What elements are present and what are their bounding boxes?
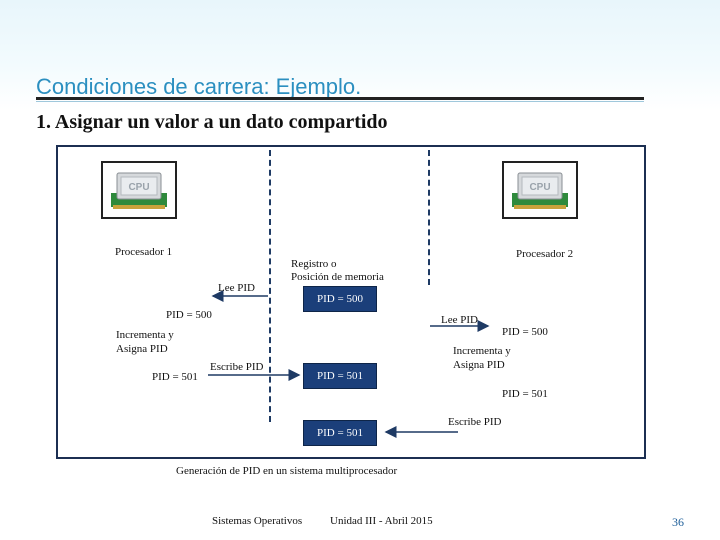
page-number: 36 [672, 515, 684, 529]
processor1-chip-frame: CPU [101, 161, 177, 219]
p2-pid-read: PID = 500 [502, 326, 548, 338]
cpu-chip-icon: CPU [512, 172, 568, 209]
p2-escribe-pid-label: Escribe PID [448, 416, 502, 428]
p1-lee-pid-label: Lee PID [218, 282, 255, 294]
p2-pid-after: PID = 501 [502, 388, 548, 400]
slide-subtitle: 1. Asignar un valor a un dato compartido [36, 111, 388, 133]
title-underline-accent [36, 101, 644, 102]
svg-text:CPU: CPU [529, 182, 550, 193]
p1-pid-after: PID = 501 [152, 371, 198, 383]
processor1-timeline [269, 150, 271, 422]
footer-course: Sistemas Operativos [212, 515, 303, 527]
processor2-timeline [428, 150, 430, 285]
memory-label-line2: Posición de memoria [291, 271, 384, 283]
memory-value-box-2: PID = 501 [303, 363, 377, 389]
header-background [0, 0, 720, 110]
memory-label-line1: Registro o [291, 258, 337, 270]
p2-assign-label: Asigna PID [453, 359, 505, 371]
processor2-label: Procesador 2 [516, 248, 574, 260]
p1-assign-label: Asigna PID [116, 343, 168, 355]
p1-increment-label: Incrementa y [116, 329, 174, 341]
title-underline [36, 97, 644, 100]
svg-text:CPU: CPU [128, 182, 149, 193]
memory-value-box-3: PID = 501 [303, 420, 377, 446]
p2-lee-pid-label: Lee PID [441, 314, 478, 326]
p1-pid-read: PID = 500 [166, 309, 212, 321]
diagram-caption: Generación de PID en un sistema multipro… [176, 465, 398, 477]
memory-value-box-1: PID = 500 [303, 286, 377, 312]
p1-escribe-pid-label: Escribe PID [210, 361, 264, 373]
footer-unit: Unidad III - Abril 2015 [330, 515, 433, 527]
slide-title: Condiciones de carrera: Ejemplo. [36, 74, 362, 99]
cpu-chip-icon: CPU [111, 172, 167, 209]
processor1-label: Procesador 1 [115, 246, 173, 258]
processor2-chip-frame: CPU [502, 161, 578, 219]
p2-increment-label: Incrementa y [453, 345, 511, 357]
